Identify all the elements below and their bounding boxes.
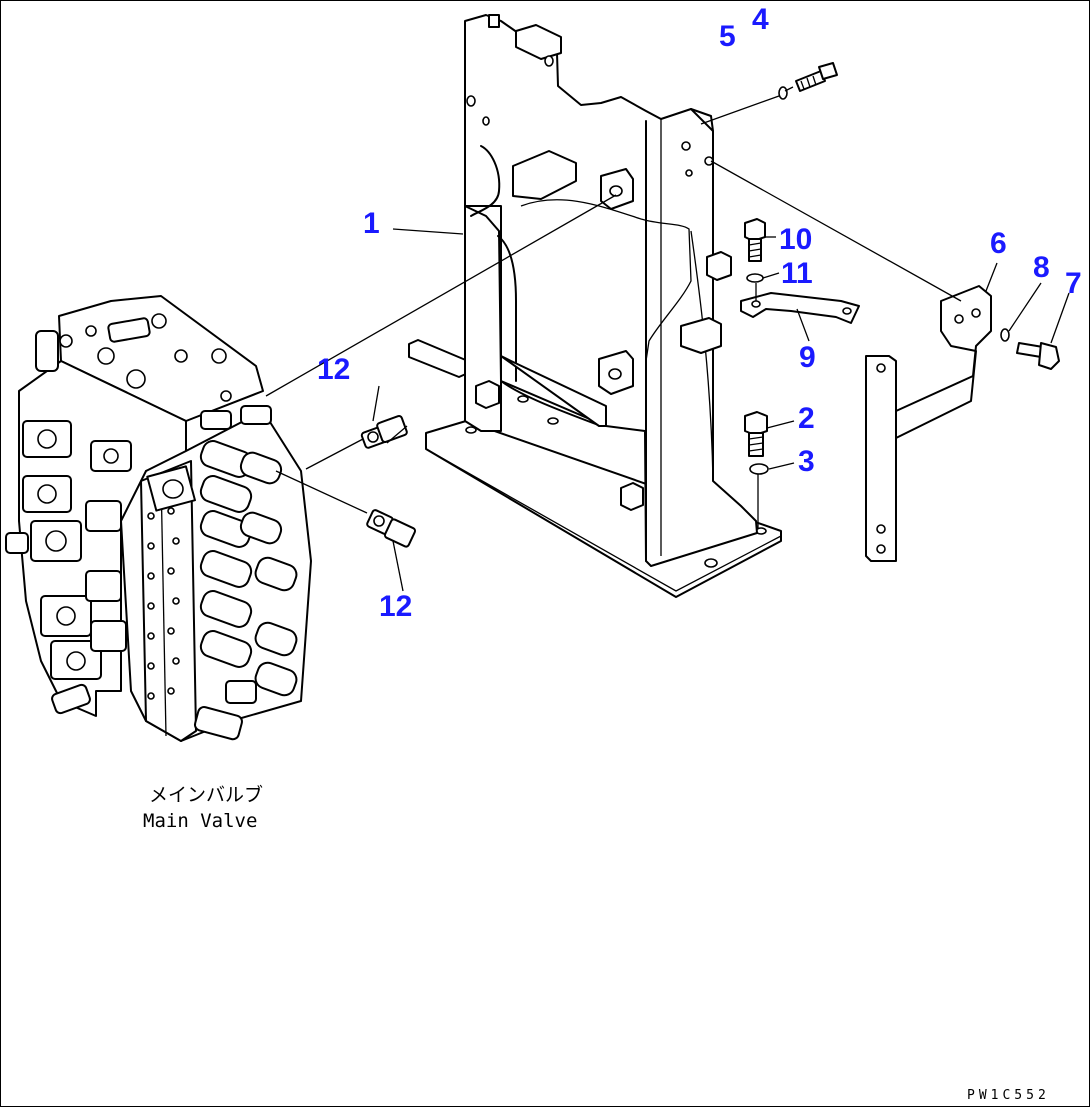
strap-plate	[865, 355, 897, 562]
valve-top-details	[35, 313, 272, 430]
main-valve	[5, 295, 312, 742]
callout-12-upper: 12	[317, 353, 350, 386]
main-valve-label-en: Main Valve	[143, 810, 257, 832]
callout-10: 10	[779, 223, 812, 256]
washer-part-5	[778, 86, 788, 100]
callout-8: 8	[1033, 251, 1050, 284]
bolt-part-7	[1016, 342, 1060, 370]
callout-11: 11	[781, 257, 813, 290]
callout-6: 6	[990, 227, 1007, 260]
leader-lines	[265, 86, 1070, 592]
callout-3: 3	[798, 445, 815, 478]
main-valve-label-jp: メインバルブ	[149, 783, 263, 806]
plate-part-9	[740, 292, 860, 324]
pressure-sensor-upper	[360, 415, 408, 449]
bolt-part-10	[744, 218, 766, 262]
bracket-part-1	[408, 14, 782, 598]
pressure-sensor-lower	[366, 509, 417, 548]
drawing-code: PW1C552	[967, 1088, 1050, 1103]
bolt-part-2	[744, 411, 768, 457]
valve-spools	[199, 440, 298, 697]
callout-labels: 1 2 3 4 5 6 7 8 9 10 11 12 12	[317, 3, 1082, 623]
callout-12-lower: 12	[379, 590, 412, 623]
callout-2: 2	[798, 402, 815, 435]
valve-port-holes	[147, 507, 180, 700]
washer-part-3	[749, 463, 769, 475]
callout-4: 4	[752, 3, 769, 36]
washer-part-11	[746, 273, 764, 283]
callout-1: 1	[363, 207, 380, 240]
valve-left-blocks	[22, 420, 132, 680]
callout-5: 5	[719, 20, 736, 53]
callout-9: 9	[799, 341, 816, 374]
callout-7: 7	[1065, 267, 1082, 300]
bracket-part-6	[895, 285, 992, 439]
washer-part-8	[1000, 328, 1010, 342]
bolt-part-4	[795, 62, 838, 92]
